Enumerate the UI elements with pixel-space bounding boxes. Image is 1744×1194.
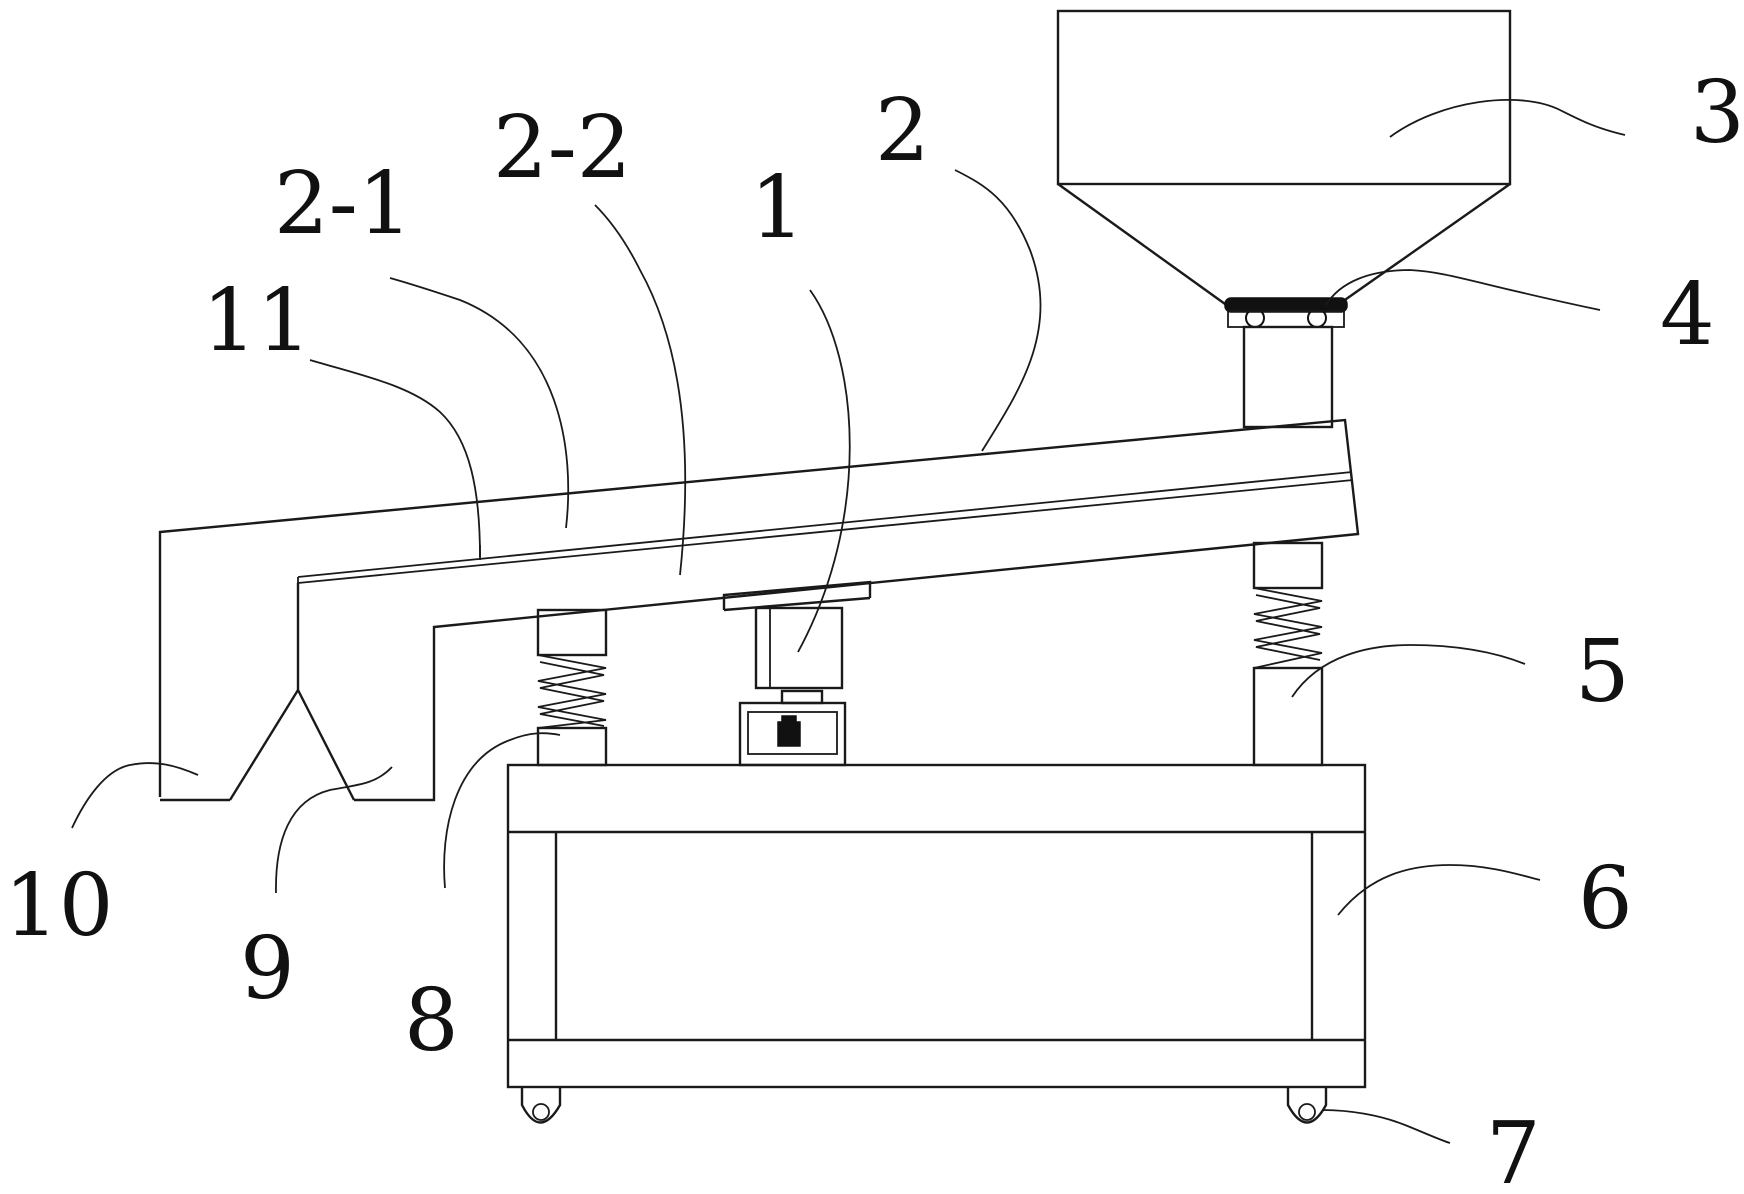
vibration-motor [722,580,872,767]
leader-7 [1321,1109,1451,1144]
leader-3 [1389,99,1626,138]
label-9: 9 [240,919,295,1019]
feed-pipe [1242,325,1334,429]
label-8: 8 [404,971,459,1071]
leader-lines [71,99,1626,1144]
part-labels: 1 2 2-1 2-2 3 4 5 6 7 8 9 10 11 [4,63,1744,1194]
label-10: 10 [4,856,113,956]
leader-9 [275,766,393,894]
right-spring-support [1252,541,1324,767]
left-spring-support [536,608,608,767]
base-frame [506,763,1367,1089]
leader-11 [309,359,481,558]
label-2-2: 2-2 [493,98,632,198]
wheel-right [1286,1087,1328,1124]
leader-1 [797,289,851,653]
leader-2-1 [389,277,570,529]
wheel-left [520,1087,562,1124]
leader-4 [1325,269,1601,311]
label-6: 6 [1578,849,1633,949]
label-2: 2 [875,81,930,181]
label-1: 1 [750,158,805,258]
label-11: 11 [202,271,311,371]
leader-2 [954,169,1042,452]
label-2-1: 2-1 [274,154,413,254]
leader-2-2 [594,204,687,576]
label-4: 4 [1660,265,1715,365]
leader-6 [1337,864,1541,916]
leader-5 [1291,644,1526,698]
screening-box [158,418,1360,802]
leader-8 [443,732,561,889]
label-3: 3 [1690,63,1744,163]
hopper [1056,9,1512,310]
label-7: 7 [1486,1104,1541,1194]
leader-10 [71,762,199,829]
label-5: 5 [1575,622,1630,722]
